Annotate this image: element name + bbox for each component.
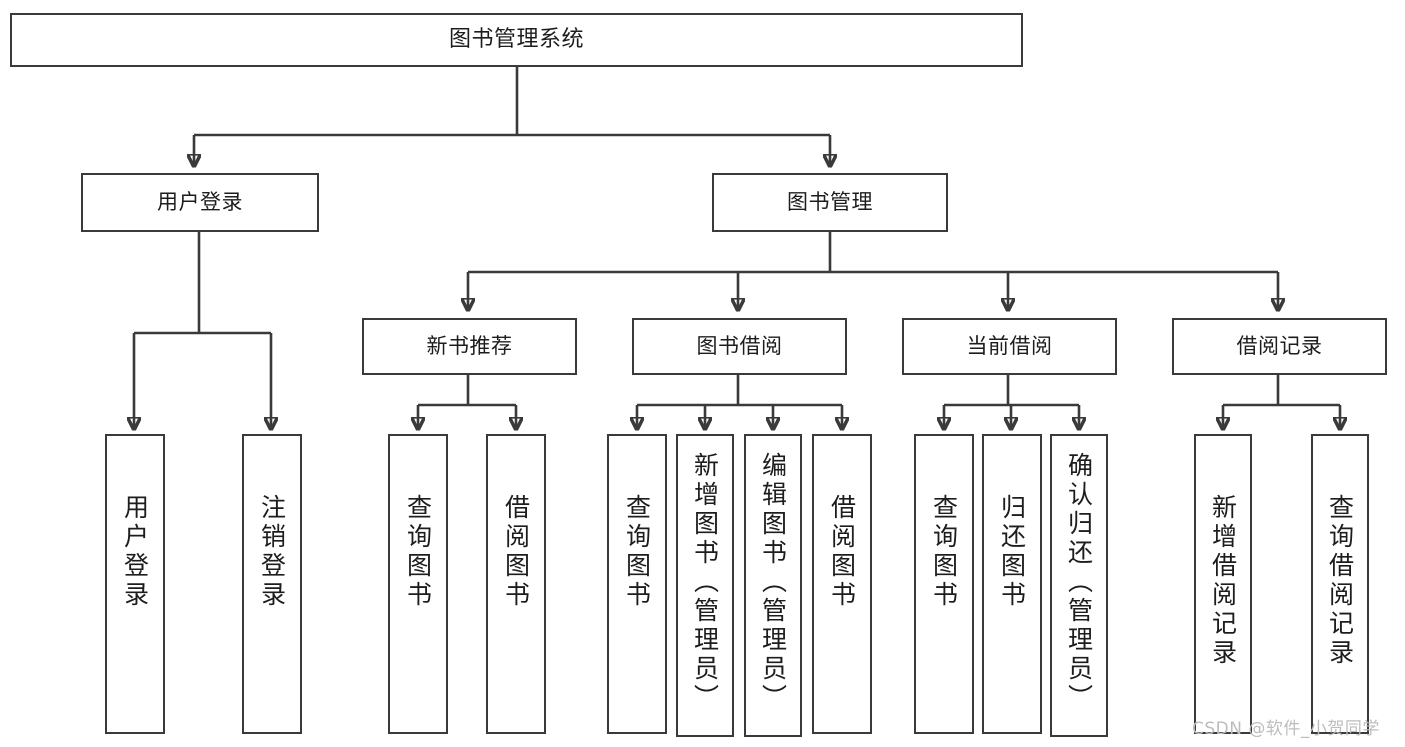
- node-label: 查询图书: [929, 494, 959, 610]
- node-book-borrow[interactable]: 图书借阅: [632, 318, 847, 375]
- node-leaf-query-book-current[interactable]: 查询图书: [914, 434, 974, 734]
- node-leaf-add-book-admin[interactable]: 新增图书（管理员）: [676, 434, 734, 737]
- node-book-management[interactable]: 图书管理: [712, 173, 948, 232]
- node-label: 用户登录: [120, 494, 150, 610]
- node-current-borrow[interactable]: 当前借阅: [902, 318, 1117, 375]
- node-leaf-borrow-book-recommend[interactable]: 借阅图书: [486, 434, 546, 734]
- node-label: 借阅记录: [1236, 334, 1323, 359]
- node-leaf-query-book-borrow[interactable]: 查询图书: [607, 434, 667, 734]
- node-label: 归还图书: [997, 494, 1027, 610]
- node-leaf-user-login[interactable]: 用户登录: [105, 434, 165, 734]
- node-leaf-logout[interactable]: 注销登录: [242, 434, 302, 734]
- node-leaf-add-borrow-record[interactable]: 新增借阅记录: [1194, 434, 1252, 734]
- node-label: 查询借阅记录: [1325, 494, 1355, 668]
- node-label: 图书管理: [787, 190, 873, 215]
- node-label: 借阅图书: [827, 494, 857, 610]
- node-label: 查询图书: [403, 494, 433, 610]
- node-leaf-return-book[interactable]: 归还图书: [982, 434, 1042, 734]
- node-leaf-query-borrow-record[interactable]: 查询借阅记录: [1311, 434, 1369, 734]
- node-root-system[interactable]: 图书管理系统: [10, 13, 1023, 67]
- node-label: 图书借阅: [696, 334, 783, 359]
- node-leaf-query-book-recommend[interactable]: 查询图书: [388, 434, 448, 734]
- node-label: 新书推荐: [426, 334, 513, 359]
- node-label: 借阅图书: [501, 494, 531, 610]
- node-new-book-recommend[interactable]: 新书推荐: [362, 318, 577, 375]
- node-user-login[interactable]: 用户登录: [81, 173, 319, 232]
- node-label: 当前借阅: [966, 334, 1053, 359]
- csdn-watermark: CSDN @软件_小贺同学: [1192, 719, 1380, 739]
- node-leaf-confirm-return-admin[interactable]: 确认归还（管理员）: [1050, 434, 1108, 737]
- node-label: 编辑图书（管理员）: [758, 452, 788, 713]
- node-label: 用户登录: [157, 190, 243, 215]
- node-label: 确认归还（管理员）: [1064, 452, 1094, 713]
- node-label: 注销登录: [257, 494, 287, 610]
- node-label: 新增图书（管理员）: [690, 452, 720, 713]
- node-label: 查询图书: [622, 494, 652, 610]
- node-label: 新增借阅记录: [1208, 494, 1238, 668]
- node-label: 图书管理系统: [448, 27, 584, 53]
- node-leaf-borrow-book[interactable]: 借阅图书: [812, 434, 872, 734]
- node-borrow-record[interactable]: 借阅记录: [1172, 318, 1387, 375]
- node-leaf-edit-book-admin[interactable]: 编辑图书（管理员）: [744, 434, 802, 737]
